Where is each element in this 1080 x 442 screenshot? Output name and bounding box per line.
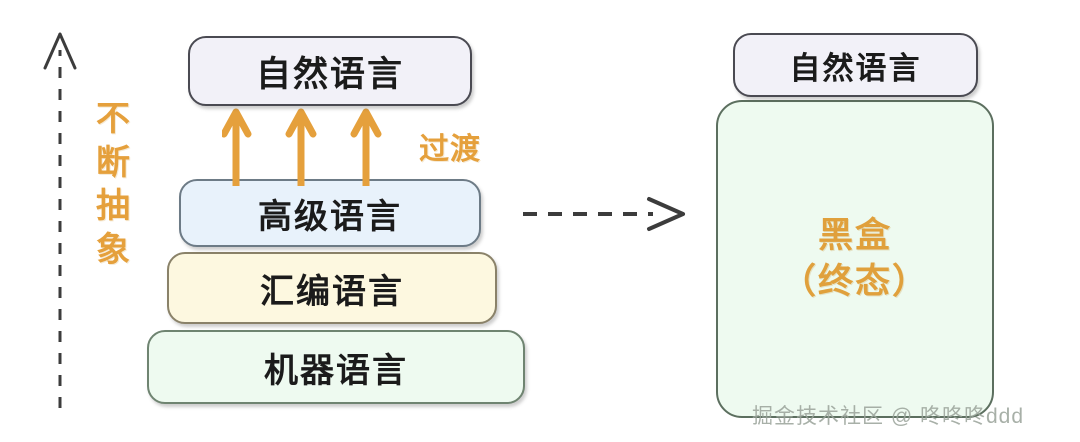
abstraction-axis-label: 不 断 抽 象 [90,98,136,272]
black-box-panel[interactable]: 黑盒 （终态） [716,100,994,418]
evolution-arrow [523,197,685,231]
black-box-title: 黑盒 [817,215,892,255]
layer-box-natural-language[interactable]: 自然语言 [188,36,472,106]
transition-label: 过渡 [419,133,481,166]
axis-label-char-3: 象 [96,230,130,269]
black-box-subtitle: （终态） [780,262,929,301]
watermark-text: 掘金技术社区 @ 咚咚咚ddd [752,405,1025,428]
axis-label-char-0: 不 [96,100,130,138]
axis-label-char-1: 断 [96,143,130,182]
result-header-natural-language[interactable]: 自然语言 [733,33,978,97]
axis-label-char-2: 抽 [96,187,130,226]
layer-box-high-level-language[interactable]: 高级语言 [179,179,481,247]
layer-box-assembly-language[interactable]: 汇编语言 [167,252,497,324]
layer-box-machine-language[interactable]: 机器语言 [147,330,525,404]
abstraction-axis-arrow [43,32,77,408]
transition-up-arrows [222,108,382,186]
